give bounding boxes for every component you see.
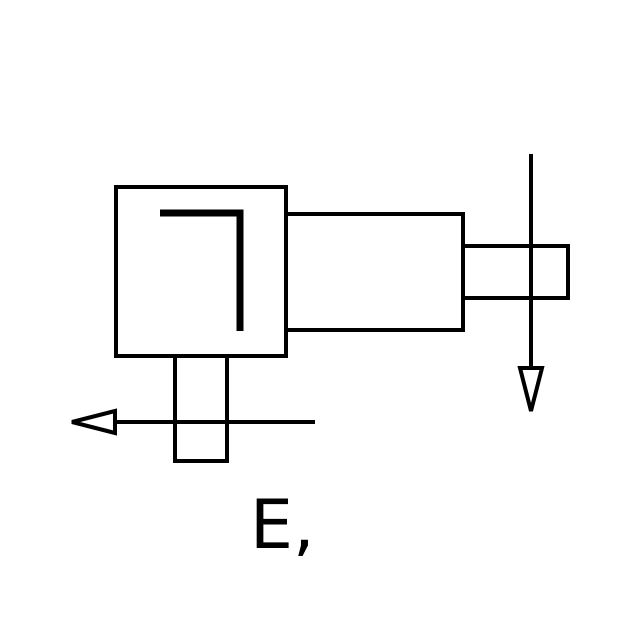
diagram-label: E, [250,486,315,565]
right-shaft-stub [461,244,570,300]
arrow-down-icon [517,366,545,412]
motor-body [284,212,465,332]
arrow-left-icon [71,408,117,436]
bottom-shaft-stub [173,354,229,463]
right-angle-symbol [160,209,244,331]
